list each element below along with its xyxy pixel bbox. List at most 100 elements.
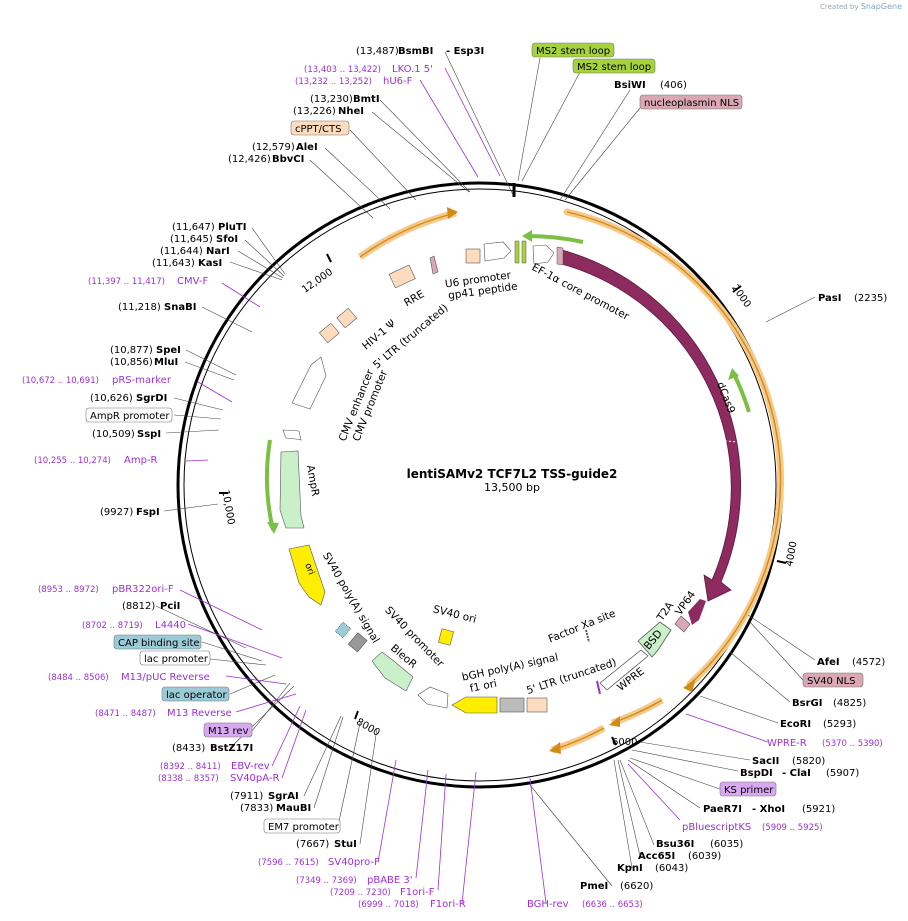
primer-pbluescript: pBluescriptKS (682, 822, 751, 833)
enzyme-clai: - ClaI (782, 768, 811, 779)
snapgene-credit: Created by SnapGene (820, 2, 902, 11)
ori-arrow (288, 544, 326, 606)
primer-pbabe-range: (7349 .. 7369) (296, 876, 357, 886)
f1-ori-arrow (451, 696, 498, 714)
leader-sspi (165, 429, 220, 434)
tick-label-10000: 10,000 (219, 489, 236, 525)
enzyme-sgrdi: SgrDI (136, 393, 167, 404)
leader-alei (324, 147, 391, 210)
box-amprpromoter (85, 407, 173, 423)
orange-arrowhead-topleft (447, 207, 458, 219)
primer-leader-m13puc (225, 675, 287, 685)
primer-f1orir: F1ori-R (430, 899, 466, 910)
enzyme-sspi: SspI (137, 429, 161, 440)
bgh-polya-box (499, 697, 525, 713)
primer-l4440-range: (8702 .. 8719) (82, 621, 143, 631)
box-ms2-1 (531, 42, 615, 58)
primer-pbluescript-range: (5909 .. 5925) (762, 823, 823, 833)
primer-leader-hu6 (419, 79, 479, 178)
feature-ampr: AmpR (304, 464, 321, 497)
leader-ksprimer (629, 757, 721, 790)
credit-prefix: Created by (820, 3, 859, 11)
enzyme-pasi-pos: (2235) (854, 293, 887, 304)
enzyme-pcii: PciI (160, 601, 180, 612)
orange-arrowhead-right (683, 678, 696, 692)
inner-feature-arcs (264, 230, 751, 534)
enzyme-xhoi: - XhoI (752, 804, 785, 815)
feature-factor-xa: Factor Xa site (547, 608, 618, 646)
primer-f1orif: F1ori-F (400, 887, 435, 898)
label-ms2-2: MS2 stem loop (577, 62, 651, 73)
tick-12000 (326, 253, 332, 263)
leader-m13rev (251, 682, 291, 732)
box-lacoperator (161, 686, 230, 702)
tick-label-4000: 4000 (784, 540, 799, 567)
sv40-ori-box (438, 628, 454, 646)
sv40-polya-box (347, 632, 368, 653)
enzyme-bsrgi: BsrGI (792, 698, 822, 709)
u6-arrow (483, 241, 512, 262)
primer-leader-ebv (271, 705, 301, 767)
box-ksprimer (719, 781, 777, 797)
enzyme-kasi: KasI (198, 258, 222, 269)
ltr-truncated-box (526, 697, 548, 713)
label-em7: EM7 promoter (268, 822, 340, 833)
enzyme-paer7i: PaeR7I (703, 804, 742, 815)
enzyme-alei: AleI (296, 142, 318, 153)
primer-leader-m13rev (235, 693, 297, 713)
vp64-arrow (688, 599, 706, 625)
tick-4000 (776, 560, 787, 564)
primer-sv40pa: SV40pA-R (230, 773, 279, 784)
ef1a-arrow (532, 244, 555, 265)
primer-hu6: hU6-F (383, 76, 413, 87)
primer-leader-ampr (185, 459, 209, 462)
leader-bsiwi (559, 89, 631, 201)
enzyme-kpni: KpnI (617, 863, 643, 874)
feature-ori: ori (302, 562, 316, 577)
enzyme-bbvci: BbvCI (272, 154, 304, 165)
enzyme-bsrgi-pos: (4825) (833, 698, 866, 709)
primer-leader-sv40pro (377, 759, 397, 863)
leader-acc65i (617, 759, 641, 857)
primer-cmvf: CMV-F (177, 276, 208, 287)
lac-operator-box (334, 621, 352, 639)
tick-label-6000: 6000 (612, 737, 637, 748)
primer-wpre: WPRE-R (767, 738, 807, 749)
primer-leader-pbabe (415, 769, 429, 879)
primer-pbr322: pBR322ori-F (112, 584, 174, 595)
feature-f1-ori: f1 ori (469, 678, 498, 695)
purple-mark-wpre (596, 680, 601, 695)
label-sv40nls: SV40 NLS (807, 676, 856, 687)
plasmid-length: 13,500 bp (484, 481, 540, 494)
enzyme-pmei: PmeI (580, 881, 608, 892)
snapgene-brand: SnapGene (860, 2, 902, 11)
primer-wpre-range: (5370 .. 5390) (822, 739, 883, 749)
primer-hu6-range: (13,232 .. 13,252) (295, 77, 372, 87)
wpre-arrow (599, 649, 649, 691)
tick-label-2000: 2000 (729, 283, 753, 310)
enzyme-snabi: SnaBI (164, 302, 196, 313)
leader-paer7i (627, 759, 701, 809)
leader-bbvci (309, 159, 374, 219)
leader-stui (359, 727, 378, 845)
primer-leader-prs (197, 381, 233, 403)
primer-pbr322-range: (8953 .. 8972) (38, 585, 99, 595)
enzyme-bsmbi: BsmBI (398, 46, 433, 57)
primer-sv40pro: SV40pro-F (328, 857, 380, 868)
hiv-psi-box (336, 307, 358, 329)
enzyme-sfoi-pos: (11,645) (170, 234, 213, 245)
enzyme-spei-pos: (10,877) (110, 345, 153, 356)
enzyme-sspi-pos: (10,509) (92, 429, 135, 440)
orange-arc-top-left (357, 209, 457, 260)
enzyme-ecori-pos: (5293) (823, 719, 856, 730)
green-arrowhead-left (267, 522, 279, 534)
box-m13rev (203, 722, 253, 738)
enzyme-pmei-pos: (6620) (620, 881, 653, 892)
primer-sv40pro-range: (7596 .. 7615) (258, 858, 319, 868)
primer-leader-pbluescript (627, 763, 681, 821)
feature-rre: RRE (402, 288, 426, 309)
feature-sv40-polya: SV40 poly(A) signal (320, 551, 382, 646)
enzyme-bstz17i: BstZ17I (210, 743, 253, 754)
enzyme-bsiwi-pos: (406) (660, 80, 687, 91)
enzyme-alei-pos: (12,579) (252, 142, 295, 153)
